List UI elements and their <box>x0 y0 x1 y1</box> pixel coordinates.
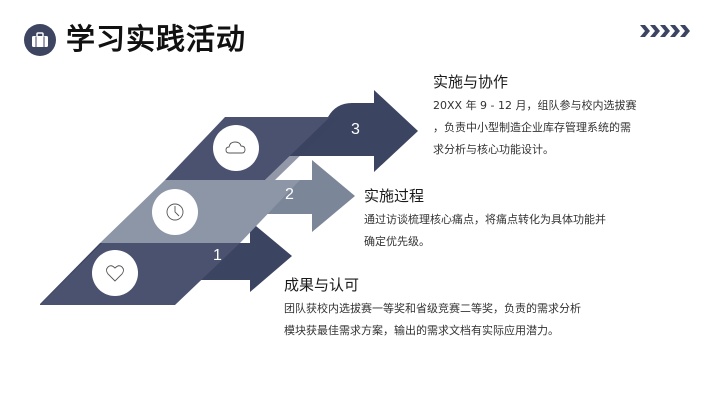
step-3-desc-line: ，负责中小型制造企业库存管理系统的需 <box>433 121 631 134</box>
step-number-1: 1 <box>213 247 222 264</box>
step-2-block: 实施过程 通过访谈梳理核心痛点，将痛点转化为具体功能并 确定优先级。 <box>364 185 606 253</box>
step-3-desc-line: 求分析与核心功能设计。 <box>433 143 554 156</box>
step-2-title: 实施过程 <box>364 187 425 205</box>
clock-icon <box>166 203 184 221</box>
step-3-block: 实施与协作 20XX 年 9 - 12 月，组队参与校内选拔赛 ，负责中小型制造… <box>433 71 637 161</box>
band-step-1 <box>40 243 240 305</box>
step-3-desc-line: 20XX 年 9 - 12 月，组队参与校内选拔赛 <box>433 99 637 112</box>
chevrons-right-icon <box>640 25 690 37</box>
briefcase-icon <box>24 24 56 56</box>
step-2-desc-line: 确定优先级。 <box>364 235 430 248</box>
step-1-title: 成果与认可 <box>284 276 360 294</box>
cloud-icon <box>225 141 246 154</box>
step-1-desc-line: 模块获最佳需求方案，输出的需求文档有实际应用潜力。 <box>284 324 559 337</box>
step-1-block: 成果与认可 团队获校内选拔赛一等奖和省级竞赛二等奖，负责的需求分析 模块获最佳需… <box>284 274 581 342</box>
step-number-2: 2 <box>285 186 294 203</box>
step-1-desc-line: 团队获校内选拔赛一等奖和省级竞赛二等奖，负责的需求分析 <box>284 302 581 315</box>
arrow-step-3 <box>230 90 418 180</box>
step-3-title: 实施与协作 <box>433 73 509 91</box>
page-title: 学习实践活动 <box>66 22 247 56</box>
heart-icon <box>106 265 124 282</box>
step-number-3: 3 <box>351 121 360 138</box>
band-step-2 <box>100 180 300 243</box>
step-2-desc-line: 通过访谈梳理核心痛点，将痛点转化为具体功能并 <box>364 213 606 226</box>
